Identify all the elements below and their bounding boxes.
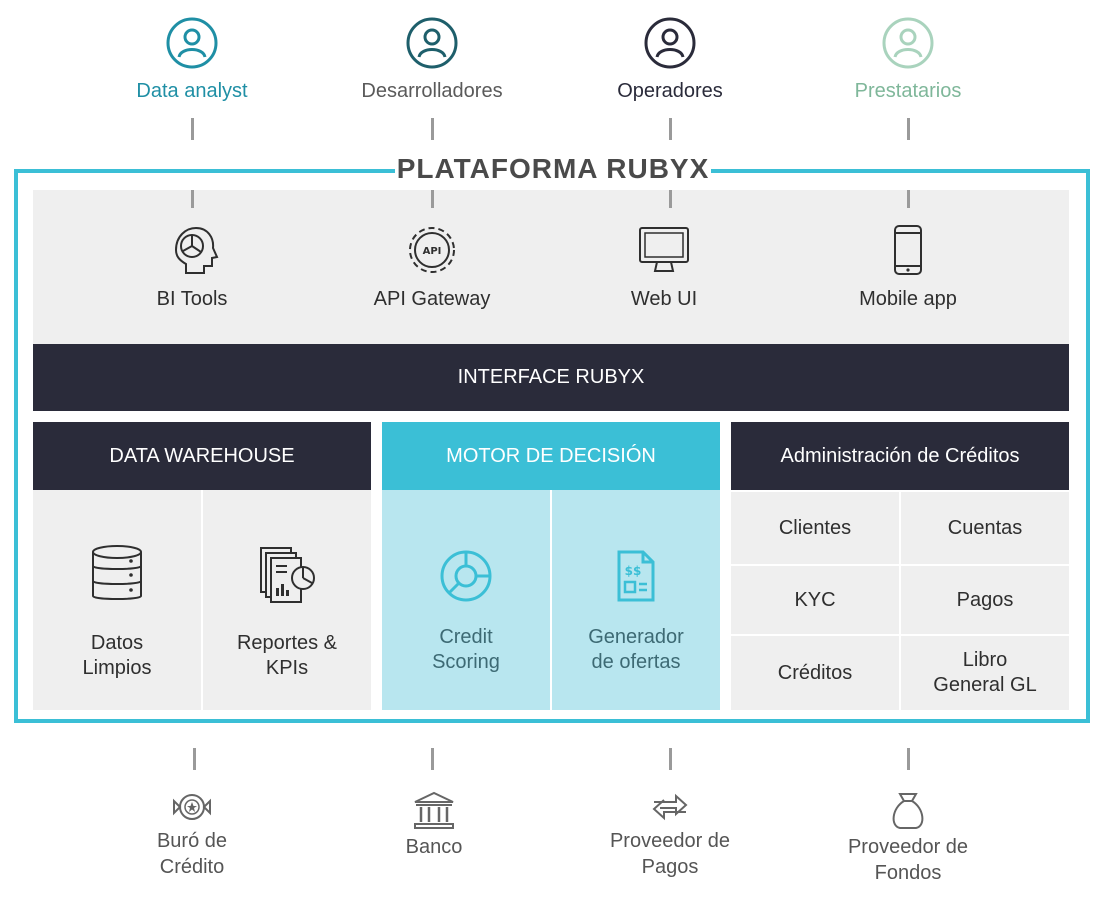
connector-line [191,190,194,208]
item-line: Fondos [874,862,942,884]
connector-line [907,190,910,208]
connector-line [431,190,434,208]
connector-line [431,748,434,770]
pie-chart-icon [440,550,492,602]
de-offer-generator: $$ Generador de ofertas [552,490,720,710]
channel-label: Web UI [630,288,698,310]
item-line: General GL [933,674,1037,696]
user-data-analyst: Data analyst [92,16,292,103]
data-warehouse-header: DATA WAREHOUSE [33,422,371,490]
exchange-arrows-icon [652,793,688,821]
item-line: Pagos [956,588,1014,611]
connector-line [907,118,910,140]
channel-web-ui: Web UI [564,224,764,311]
dw-reports-kpis: Reportes & KPIs [203,490,371,710]
mobile-phone-icon [894,225,922,275]
ca-clients: Clientes [731,492,899,564]
de-credit-scoring: Credit Scoring [382,490,550,710]
channel-mobile-app: Mobile app [808,224,1008,311]
interface-bar: INTERFACE RUBYX [33,344,1069,411]
item-line: Limpios [82,657,152,679]
connector-line [669,748,672,770]
item-line: Proveedor de [609,830,731,852]
head-chart-icon [174,226,219,274]
external-payment-provider: Proveedor de Pagos [570,790,770,880]
platform-title: PLATAFORMA RUBYX [395,150,711,188]
item-line: Cuentas [947,516,1023,539]
user-icon [882,17,934,69]
dw-clean-data: Datos Limpios [33,490,201,710]
item-line: Crédito [159,856,225,878]
user-label: Operadores [617,80,723,102]
ca-general-ledger: Libro General GL [901,636,1069,710]
connector-line [669,118,672,140]
connector-line [669,190,672,208]
user-operators: Operadores [570,16,770,103]
item-line: de ofertas [591,651,681,673]
decision-engine-header: MOTOR DE DECISIÓN [382,422,720,490]
channel-bi-tools: BI Tools [92,224,292,311]
item-line: Reportes & [236,632,338,654]
reports-icon [260,547,315,603]
ca-credits: Créditos [731,636,899,710]
item-line: Clientes [778,516,852,539]
ca-payments: Pagos [901,566,1069,634]
ca-kyc: KYC [731,566,899,634]
channel-label: API Gateway [373,288,491,310]
api-gear-icon: API [409,227,455,273]
connector-line [431,118,434,140]
item-line: Pagos [641,856,699,878]
badge-icon [173,794,211,820]
external-bank: Banco [334,790,534,860]
user-label: Data analyst [136,80,248,102]
item-line: Scoring [432,651,500,673]
user-borrowers: Prestatarios [808,16,1008,103]
item-line: KYC [794,588,836,611]
item-line: Proveedor de [847,836,969,858]
channel-label: Mobile app [859,288,957,310]
user-icon [644,17,696,69]
money-bag-icon [892,793,924,829]
connector-line [191,118,194,140]
external-fund-provider: Proveedor de Fondos [808,790,1008,886]
item-line: KPIs [265,657,309,679]
connector-line [193,748,196,770]
bank-icon [414,791,454,829]
channel-label: BI Tools [156,288,228,310]
item-line: Banco [405,836,463,858]
item-line: Generador [588,626,684,648]
user-developers: Desarrolladores [332,16,532,103]
item-line: Libro [962,649,1008,671]
credit-admin-header: Administración de Créditos [731,422,1069,490]
user-label: Desarrolladores [361,80,503,102]
item-line: Credit [439,626,493,648]
user-label: Prestatarios [854,80,962,102]
external-credit-bureau: Buró de Crédito [92,790,292,880]
item-line: Créditos [777,661,853,684]
svg-text:$$: $$ [625,564,642,578]
offer-document-icon: $$ [617,550,655,602]
connector-line [907,748,910,770]
database-icon [92,545,142,600]
channel-api-gateway: API API Gateway [332,224,532,311]
monitor-icon [639,227,689,272]
user-icon [166,17,218,69]
svg-text:API: API [423,246,442,257]
item-line: Datos [90,632,144,654]
user-icon [406,17,458,69]
item-line: Buró de [156,830,228,852]
ca-accounts: Cuentas [901,492,1069,564]
